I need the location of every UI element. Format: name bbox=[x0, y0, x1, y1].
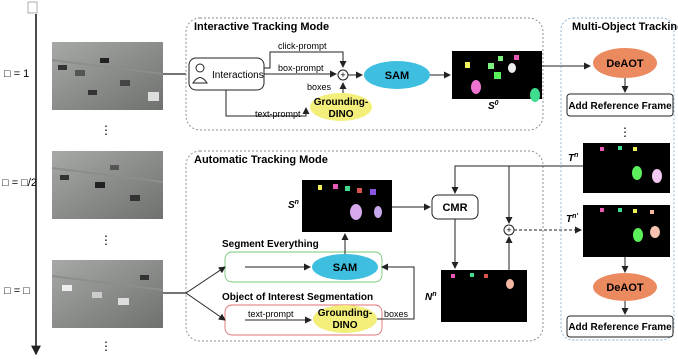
sam-a bbox=[312, 254, 378, 280]
fan-arrow-top bbox=[185, 266, 226, 294]
video-frame-3 bbox=[51, 260, 164, 328]
click-prompt-label: click-prompt bbox=[278, 41, 327, 51]
automatic-title: Automatic Tracking Mode bbox=[194, 154, 328, 166]
t-half-label: □ = □/2 bbox=[2, 177, 37, 189]
plus-sign-i: + bbox=[340, 70, 345, 80]
deaot-label-1: DeAOT bbox=[606, 58, 644, 70]
grounding-dino-i bbox=[310, 93, 372, 121]
mask-tn2 bbox=[583, 205, 670, 257]
mask-s0 bbox=[452, 51, 542, 102]
grounding-label-1-a: Grounding- bbox=[318, 308, 372, 319]
top-symbol-box bbox=[27, 1, 38, 14]
sam-i bbox=[364, 61, 430, 89]
grounding-label-2-a: DINO bbox=[333, 320, 358, 331]
t-n-label: □ = □ bbox=[4, 285, 30, 297]
cmr-label: CMR bbox=[442, 202, 467, 214]
mot-title: Multi-Object Tracking bbox=[572, 21, 678, 33]
text-prompt-label-a: text-prompt bbox=[248, 309, 294, 319]
grounding-label-1-i: Grounding- bbox=[314, 97, 368, 108]
mot-panel bbox=[560, 17, 675, 341]
boxes-feedback-arrow bbox=[377, 263, 415, 320]
sn-label: Sn bbox=[288, 199, 299, 211]
mask-tn bbox=[583, 143, 670, 193]
add-ref-label-2: Add Reference Frame bbox=[568, 322, 672, 333]
nn-label: Nn bbox=[425, 291, 437, 303]
text-prompt-arrow-i bbox=[225, 90, 310, 117]
segment-everything-title: Segment Everything bbox=[222, 239, 319, 250]
deaot-label-2: DeAOT bbox=[606, 282, 644, 294]
deaot-1 bbox=[593, 48, 657, 78]
video-frame-2 bbox=[51, 151, 164, 219]
fan-arrow-bottom bbox=[185, 292, 226, 321]
dots-2: ⋮ bbox=[100, 233, 112, 247]
plus-sign-a: + bbox=[506, 225, 511, 235]
add-ref-box-2 bbox=[566, 315, 674, 338]
video-frame-1 bbox=[51, 42, 164, 110]
boxes-label-i: boxes bbox=[307, 82, 332, 92]
sam-label-a: SAM bbox=[333, 262, 357, 274]
add-ref-box-1 bbox=[566, 93, 674, 117]
grounding-dino-a bbox=[313, 305, 377, 333]
mask-sn bbox=[302, 180, 392, 232]
interactive-title: Interactive Tracking Mode bbox=[194, 21, 329, 33]
text-prompt-label-i: text-prompt bbox=[255, 109, 301, 119]
interactions-label: Interactions bbox=[212, 70, 264, 81]
tn-to-cmr-arrow bbox=[451, 165, 583, 194]
click-prompt-arrow bbox=[264, 51, 347, 69]
dots-1: ⋮ bbox=[100, 123, 112, 137]
tn2-label: Tn' bbox=[566, 213, 578, 225]
ois-title: Object of Interest Segmentation bbox=[222, 292, 373, 303]
automatic-mode-panel bbox=[185, 150, 544, 342]
dots-3: ⋮ bbox=[100, 339, 112, 353]
s0-label: S0 bbox=[488, 100, 499, 112]
tn-label: Tn bbox=[568, 152, 578, 164]
box-prompt-label: box-prompt bbox=[278, 63, 324, 73]
mask-nn bbox=[441, 270, 527, 322]
deaot-2 bbox=[593, 273, 657, 301]
t1-label: □ = 1 bbox=[4, 68, 29, 80]
sam-label-i: SAM bbox=[385, 70, 409, 82]
grounding-label-2-i: DINO bbox=[329, 109, 354, 120]
add-ref-label-1: Add Reference Frame bbox=[568, 101, 672, 112]
boxes-label-a: boxes bbox=[384, 309, 409, 319]
interactive-mode-panel bbox=[185, 17, 544, 131]
mot-dots: ⋮ bbox=[619, 125, 631, 139]
user-icon bbox=[192, 63, 208, 84]
